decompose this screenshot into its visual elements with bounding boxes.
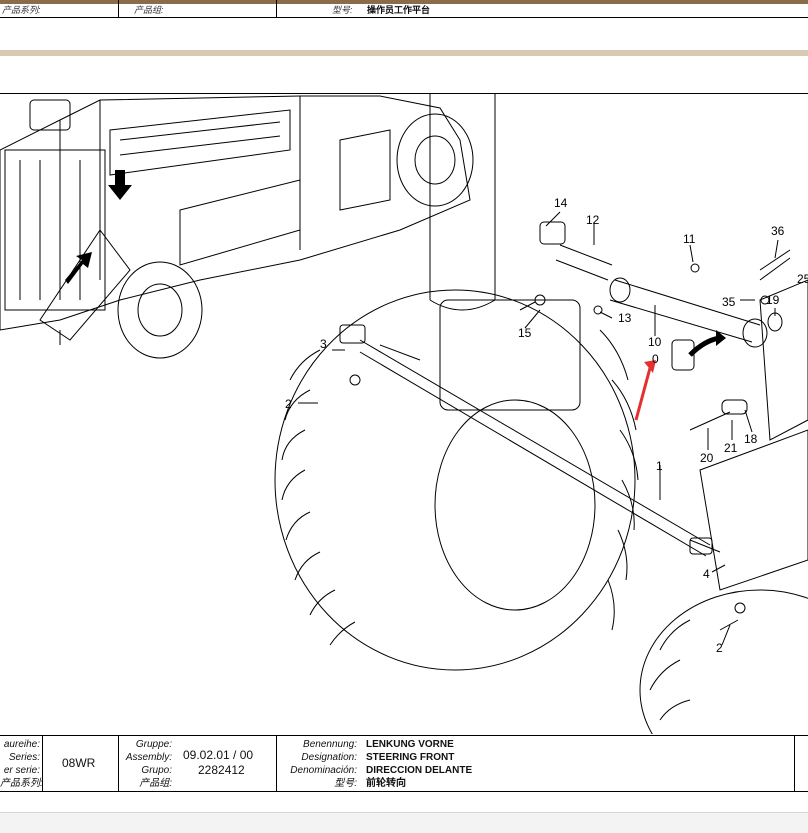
callout-label: 10 xyxy=(648,335,662,349)
footer-divider xyxy=(794,736,795,792)
designation-label-es: Denominación: xyxy=(290,765,357,776)
callout-label: 2 xyxy=(716,641,723,655)
group-label-en: Assembly: xyxy=(125,752,172,763)
header-bottom-line xyxy=(0,17,808,18)
designation-label-de: Benennung: xyxy=(303,739,357,750)
callout-label: 11 xyxy=(683,232,696,246)
header-model-value: 操作员工作平台 xyxy=(367,5,431,15)
front-tire-left xyxy=(274,289,639,671)
callout-label: 12 xyxy=(586,213,600,227)
group-label-de: Gruppe: xyxy=(135,739,172,750)
footer-divider xyxy=(42,736,43,792)
footer-divider xyxy=(118,736,119,792)
callout-label: 13 xyxy=(618,311,632,325)
steering-front-exploded-drawing: 14 12 11 36 25 35 19 13 15 10 3 2 1 4 2 … xyxy=(0,94,808,734)
callout-label: 0 xyxy=(652,352,659,366)
series-label-en: Series: xyxy=(8,752,40,763)
assembly-value: 09.02.01 / 00 xyxy=(183,748,254,762)
callout-label: 3 xyxy=(320,337,327,351)
callout-label: 2 xyxy=(285,397,292,411)
header-divider xyxy=(276,0,277,18)
designation-value-zh: 前轮转向 xyxy=(366,778,406,789)
header-group-label: 产品组: xyxy=(134,5,164,15)
bottom-band xyxy=(0,812,808,833)
designation-label-zh: 型号: xyxy=(334,778,357,789)
group-label-zh: 产品组: xyxy=(139,778,172,789)
footer-top-line xyxy=(0,735,808,736)
header-divider xyxy=(118,0,119,18)
designation-label-en: Designation: xyxy=(301,752,357,763)
callout-label: 1 xyxy=(656,459,663,473)
header-family-label: 产品系列: xyxy=(2,5,41,15)
designation-value-de: LENKUNG VORNE xyxy=(366,739,454,750)
tie-rod xyxy=(339,324,721,557)
callout-label: 25 xyxy=(797,272,808,286)
callout-label: 21 xyxy=(724,441,738,455)
series-label-de: aureihe: xyxy=(3,739,40,750)
steering-cylinder xyxy=(539,221,768,348)
designation-value-en: STEERING FRONT xyxy=(366,752,455,763)
footer-divider xyxy=(276,736,277,792)
callout-label: 4 xyxy=(703,567,710,581)
footer-bottom-line xyxy=(0,791,808,792)
drawing-frame-top xyxy=(0,93,808,94)
indicator-arrows xyxy=(65,170,132,284)
steering-column xyxy=(429,94,496,300)
series-label-zh: 产品系列: xyxy=(0,778,43,789)
section-band xyxy=(0,50,808,56)
series-label-es: er serie: xyxy=(3,765,40,776)
callout-label: 20 xyxy=(700,451,714,465)
series-value: 08WR xyxy=(62,756,96,770)
callout-label: 19 xyxy=(766,293,780,307)
right-axle-structure xyxy=(639,279,808,734)
callout-label: 36 xyxy=(771,224,785,238)
top-band xyxy=(0,0,808,4)
callout-label: 15 xyxy=(518,326,532,340)
callout-label: 18 xyxy=(744,432,758,446)
callout-label: 35 xyxy=(722,295,736,309)
header-model-label: 型号: xyxy=(332,5,353,15)
group-label-es: Grupo: xyxy=(141,765,172,776)
designation-value-es: DIRECCION DELANTE xyxy=(366,765,473,776)
machine-overview xyxy=(0,95,474,359)
callout-label: 14 xyxy=(554,196,568,210)
grupo-value: 2282412 xyxy=(198,763,245,777)
